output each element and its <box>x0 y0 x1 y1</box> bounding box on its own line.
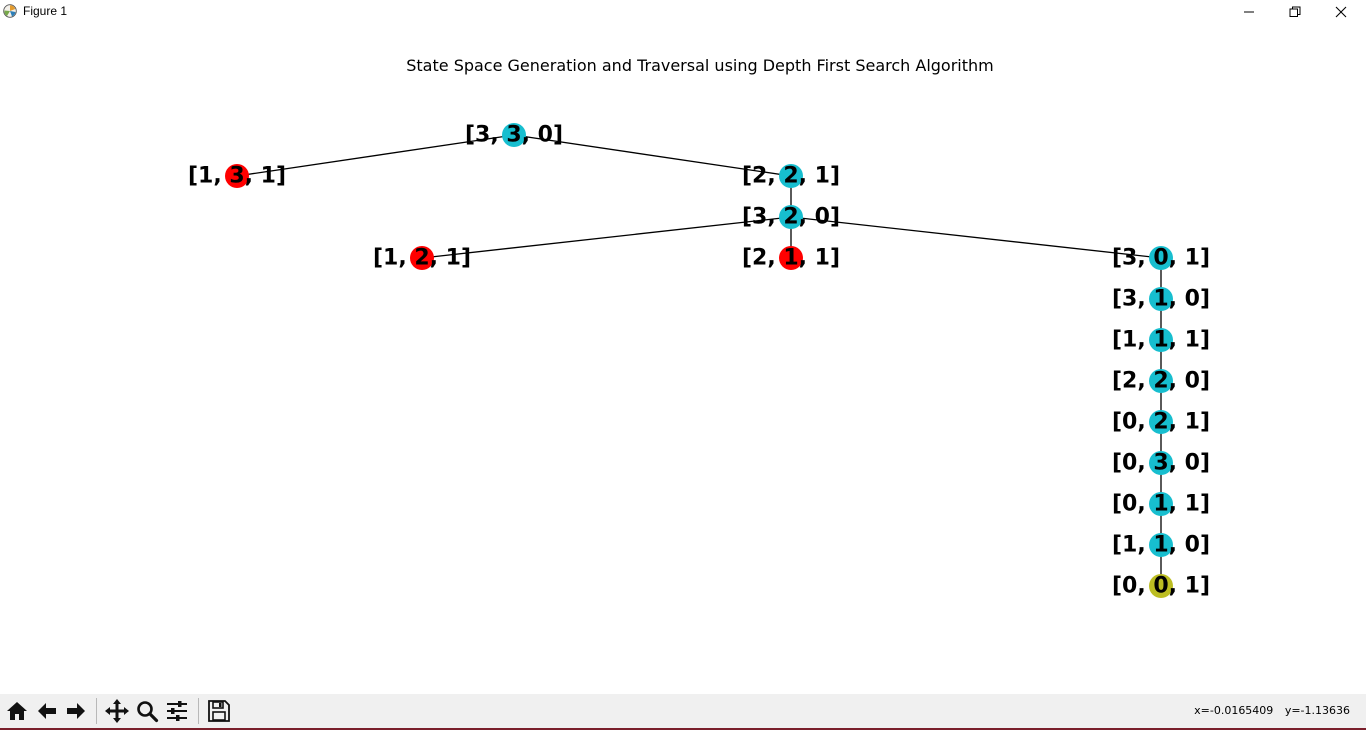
graph-node <box>225 164 249 188</box>
configure-subplots-button[interactable] <box>163 697 191 725</box>
graph-edge <box>513 134 792 177</box>
graph-node <box>779 205 803 229</box>
matplotlib-logo-icon <box>3 4 17 18</box>
node-label: [1, 2, 1] <box>373 246 471 271</box>
minimize-button[interactable] <box>1226 0 1272 24</box>
arrow-left-icon <box>38 703 56 719</box>
cursor-x-readout: x=-0.0165409 <box>1194 704 1274 717</box>
figure-title: State Space Generation and Traversal usi… <box>406 56 994 75</box>
navigation-toolbar: x=-0.0165409 y=-1.13636 <box>0 694 1366 728</box>
node-label: [0, 2, 1] <box>1112 410 1210 435</box>
graph-node <box>779 246 803 270</box>
graph-edge <box>790 216 1162 259</box>
node-label: [3, 1, 0] <box>1112 287 1210 312</box>
graph-edge <box>421 216 792 259</box>
graph-node <box>502 123 526 147</box>
graph-node <box>1149 533 1173 557</box>
graph-node <box>1149 246 1173 270</box>
state-space-graph[interactable]: [3, 3, 0] [1, 3, 1] [2, 2, 1] [3, 2, 0] [1, … <box>0 24 1366 694</box>
graph-edge <box>236 134 515 177</box>
home-button[interactable] <box>3 697 31 725</box>
nodes-layer <box>225 123 1173 598</box>
node-label: [3, 2, 0] <box>742 205 840 230</box>
zoom-button[interactable] <box>133 697 161 725</box>
minimize-icon <box>1244 11 1254 13</box>
node-label: [2, 2, 0] <box>1112 369 1210 394</box>
restore-icon <box>1289 6 1301 17</box>
graph-node <box>1149 451 1173 475</box>
graph-node <box>1149 369 1173 393</box>
forward-button[interactable] <box>62 697 90 725</box>
node-label: [0, 1, 1] <box>1112 492 1210 517</box>
edges-layer <box>236 134 1162 586</box>
node-label: [2, 2, 1] <box>742 164 840 189</box>
node-label: [3, 0, 1] <box>1112 246 1210 271</box>
graph-node <box>1149 410 1173 434</box>
toolbar-separator <box>96 698 97 724</box>
window-bottom-border <box>0 728 1366 730</box>
node-label: [2, 1, 1] <box>742 246 840 271</box>
node-label: [0, 0, 1] <box>1112 574 1210 599</box>
magnifier-icon <box>137 701 159 723</box>
restore-button[interactable] <box>1272 0 1318 24</box>
window-title: Figure 1 <box>23 4 68 18</box>
move-icon <box>105 699 129 723</box>
node-label: [1, 1, 1] <box>1112 328 1210 353</box>
labels-layer: [3, 3, 0] [1, 3, 1] [2, 2, 1] [3, 2, 0] [1, … <box>188 123 1210 599</box>
arrow-right-icon <box>67 703 85 719</box>
graph-node <box>779 164 803 188</box>
save-button[interactable] <box>205 697 233 725</box>
toolbar-separator <box>198 698 199 724</box>
cursor-coordinates: x=-0.0165409 y=-1.13636 <box>1194 704 1350 717</box>
sliders-icon <box>167 701 187 721</box>
pan-button[interactable] <box>103 697 131 725</box>
home-icon <box>7 702 27 720</box>
graph-node <box>1149 574 1173 598</box>
node-label: [3, 3, 0] <box>465 123 563 148</box>
graph-node <box>1149 492 1173 516</box>
graph-node <box>1149 287 1173 311</box>
node-label: [1, 1, 0] <box>1112 533 1210 558</box>
cursor-y-readout: y=-1.13636 <box>1284 704 1350 717</box>
close-button[interactable] <box>1318 0 1364 24</box>
close-icon <box>1335 6 1347 18</box>
node-label: [1, 3, 1] <box>188 164 286 189</box>
floppy-disk-icon <box>208 700 230 722</box>
title-bar: Figure 1 <box>0 0 1366 24</box>
node-label: [0, 3, 0] <box>1112 451 1210 476</box>
graph-node <box>410 246 434 270</box>
graph-node <box>1149 328 1173 352</box>
back-button[interactable] <box>33 697 61 725</box>
